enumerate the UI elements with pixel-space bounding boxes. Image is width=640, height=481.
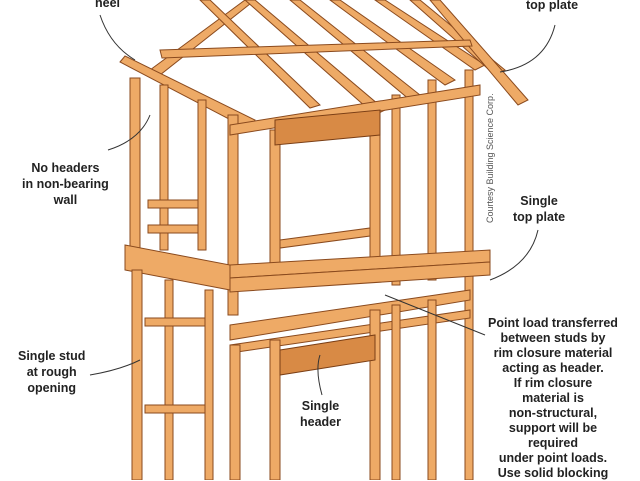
label-line: at rough bbox=[26, 365, 77, 379]
label-point-load: Point load transferred between studs by … bbox=[482, 316, 624, 481]
leader-lines bbox=[89, 14, 556, 396]
label-top-plate: top plate bbox=[526, 0, 579, 12]
label-line: opening bbox=[27, 381, 76, 395]
label-heel: heel bbox=[95, 0, 121, 10]
label-single-header: Single header bbox=[300, 398, 341, 430]
label-line: required bbox=[527, 436, 578, 450]
label-single-top-plate: Single top plate bbox=[513, 193, 565, 225]
floor-rim bbox=[124, 244, 491, 354]
label-single-stud: Single stud at rough opening bbox=[18, 348, 85, 396]
lower-wall bbox=[131, 269, 437, 480]
label-line: between studs by bbox=[500, 331, 606, 345]
label-line: under point loads. bbox=[498, 451, 608, 465]
label-line: material is bbox=[522, 391, 584, 405]
roof-rafters bbox=[119, 0, 529, 131]
label-line: rim closure material bbox=[493, 346, 613, 360]
label-line: Single bbox=[301, 399, 340, 413]
label-line: header bbox=[300, 415, 341, 429]
label-line: If rim closure bbox=[513, 376, 593, 390]
label-line: Use solid blocking bbox=[497, 466, 609, 480]
image-credit: Courtesy Building Science Corp. bbox=[485, 93, 495, 223]
label-line: wall bbox=[53, 193, 78, 207]
label-line: acting as header. bbox=[502, 361, 604, 375]
label-line: non-structural, bbox=[508, 406, 598, 420]
label-line: support will be bbox=[508, 421, 598, 435]
label-line: in non-bearing bbox=[22, 177, 109, 191]
label-line: Single bbox=[520, 194, 558, 208]
label-no-headers: No headers in non-bearing wall bbox=[22, 160, 109, 208]
label-line: top plate bbox=[513, 210, 566, 224]
label-line: No headers bbox=[31, 161, 100, 175]
label-line: Single stud bbox=[18, 349, 86, 363]
label-line: Point load transferred bbox=[488, 316, 618, 330]
